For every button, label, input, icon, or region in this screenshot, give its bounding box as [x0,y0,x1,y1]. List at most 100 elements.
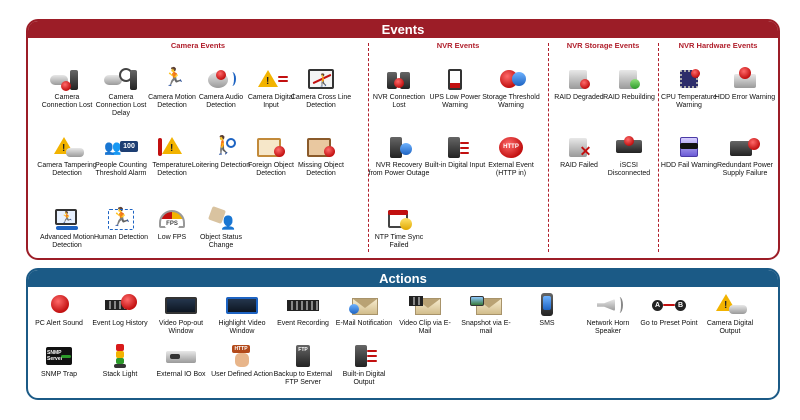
builtin-digital-output-icon [347,343,381,369]
preset-a-marker: A [652,300,663,311]
event-camera-motion-detection[interactable]: 🏃 Camera Motion Detection [141,66,203,110]
event-label: iSCSI Disconnected [607,162,651,177]
action-email-notification[interactable]: E-Mail Notification [333,292,395,328]
action-highlight-video[interactable]: Highlight Video Window [211,292,273,336]
event-ntp-sync-failed[interactable]: NTP Time Sync Failed [368,206,430,250]
event-raid-rebuilding[interactable]: RAID Rebuilding [598,66,660,102]
action-video-clip-email[interactable]: Video Clip via E-Mail [394,292,456,336]
action-user-defined[interactable]: HTTP User Defined Action [211,343,273,379]
action-builtin-digital-output[interactable]: Built-in Digital Output [333,343,395,387]
action-snapshot-email[interactable]: Snapshot via E-mail [455,292,517,336]
action-event-recording[interactable]: Event Recording [272,292,334,328]
event-raid-failed[interactable]: ✕ RAID Failed [548,134,610,170]
storage-events-section: NVR Storage Events RAID Degraded RAID Re… [548,38,658,258]
event-advanced-motion[interactable]: 🏃 Advanced Motion Detection [36,206,98,250]
action-label: Stack Light [102,371,138,378]
action-sms[interactable]: SMS [516,292,578,328]
action-label: Network Horn Speaker [586,320,630,335]
raid-failed-icon: ✕ [562,134,596,160]
events-header: Events [28,21,778,38]
hardware-events-section: NVR Hardware Events CPU Temperature Warn… [658,38,778,258]
action-event-log[interactable]: Event Log History [89,292,151,328]
event-label: People Counting Threshold Alarm [95,162,147,177]
action-label: User Defined Action [211,371,273,378]
event-ups-low-power[interactable]: UPS Low Power Warning [424,66,486,110]
action-label: Video Pop-out Window [158,320,204,335]
action-ftp-backup[interactable]: FTP Backup to External FTP Server [272,343,334,387]
foreign-object-icon [254,134,288,160]
nvr-events-title: NVR Events [436,41,480,50]
action-preset-point[interactable]: A B Go to Preset Point [638,292,700,328]
tampering-icon: ! [50,134,84,160]
event-people-counting[interactable]: 👥 100 People Counting Threshold Alarm [90,134,152,178]
event-low-fps[interactable]: FPS Low FPS [141,206,203,242]
action-pc-alert-sound[interactable]: PC Alert Sound [28,292,90,328]
event-camera-digital-input[interactable]: ! Camera Digital Input [240,66,302,110]
snapshot-email-icon [469,292,503,318]
pc-alert-sound-icon [42,292,76,318]
event-external-http[interactable]: HTTP External Event (HTTP in) [480,134,542,178]
cpu-temperature-icon [672,66,706,92]
advanced-motion-icon: 🏃 [50,206,84,232]
fps-text: FPS [165,220,179,228]
event-nvr-recovery[interactable]: NVR Recovery from Power Outage [368,134,430,178]
event-label: Camera Audio Detection [198,94,244,109]
event-camera-cross-line[interactable]: 🚶 Camera Cross Line Detection [290,66,352,110]
ftp-backup-icon: FTP [286,343,320,369]
event-hdd-fail[interactable]: HDD Fail Warning [658,134,720,170]
event-object-status[interactable]: 👤 Object Status Change [190,206,252,250]
nvr-recovery-icon [382,134,416,160]
event-power-supply-failure[interactable]: Redundant Power Supply Failure [714,134,776,178]
event-label: Built-in Digital Input [424,162,486,169]
event-loitering-detection[interactable]: 🚶 Loitering Detection [190,134,252,170]
event-temperature-detection[interactable]: ! Temperature Detection [141,134,203,178]
camera-connection-lost-icon [50,66,84,92]
action-snmp-trap[interactable]: SNMP Server SNMP Trap [28,343,90,379]
people-counting-icon: 👥 100 [104,134,138,160]
action-horn-speaker[interactable]: Network Horn Speaker [577,292,639,336]
event-label: NVR Recovery from Power Outage [368,162,430,177]
low-fps-icon: FPS [155,206,189,232]
action-external-io-box[interactable]: External IO Box [150,343,212,379]
event-label: Storage Threshold Warning [482,94,540,109]
io-box-icon [164,343,198,369]
actions-header: Actions [28,270,778,287]
event-label: CPU Temperature Warning [661,94,717,109]
counter-display: 100 [120,141,138,152]
actions-panel: Actions PC Alert Sound Event Log History… [26,268,780,400]
event-missing-object[interactable]: Missing Object Detection [290,134,352,178]
event-label: Camera Digital Input [247,94,295,109]
event-raid-degraded[interactable]: RAID Degraded [548,66,610,102]
storage-events-title: NVR Storage Events [566,41,640,50]
power-supply-failure-icon [728,134,762,160]
snmp-server-text: SNMP Server [46,347,72,365]
event-builtin-digital-input[interactable]: Built-in Digital Input [424,134,486,170]
event-label: HDD Error Warning [714,94,776,101]
action-stack-light[interactable]: Stack Light [89,343,151,379]
event-foreign-object[interactable]: Foreign Object Detection [240,134,302,178]
event-iscsi-disconnected[interactable]: iSCSI Disconnected [598,134,660,178]
event-camera-connection-lost[interactable]: Camera Connection Lost [36,66,98,110]
event-camera-audio-detection[interactable]: Camera Audio Detection [190,66,252,110]
event-label: Human Detection [93,234,149,241]
event-storage-threshold[interactable]: Storage Threshold Warning [480,66,542,110]
event-label: Camera Cross Line Detection [290,94,352,109]
event-hdd-error[interactable]: HDD Error Warning [714,66,776,102]
action-label: PC Alert Sound [35,320,83,327]
camera-events-title: Camera Events [170,41,226,50]
user-defined-action-icon: HTTP [225,343,259,369]
event-nvr-connection-lost[interactable]: NVR Connection Lost [368,66,430,110]
motion-detection-icon: 🏃 [163,67,186,87]
event-camera-tampering[interactable]: ! Camera Tampering Detection [36,134,98,178]
event-label: Camera Motion Detection [148,94,196,109]
event-camera-connection-lost-delay[interactable]: Camera Connection Lost Delay [90,66,152,118]
object-status-icon: 👤 [204,206,238,232]
storage-threshold-icon [494,66,528,92]
action-label: SNMP Trap [40,371,78,378]
event-cpu-temperature[interactable]: CPU Temperature Warning [658,66,720,110]
action-label: Video Clip via E-Mail [399,320,451,335]
action-camera-digital-output[interactable]: ! Camera Digital Output [699,292,761,336]
action-video-popout[interactable]: Video Pop-out Window [150,292,212,336]
event-human-detection[interactable]: 🏃 Human Detection [90,206,152,242]
action-label: Backup to External FTP Server [273,371,333,386]
